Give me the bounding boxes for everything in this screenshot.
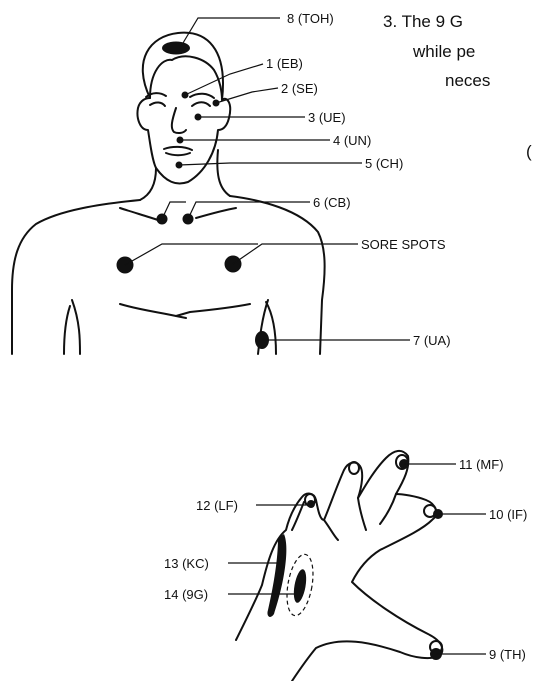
sternum <box>176 316 186 318</box>
hand-figure <box>236 451 442 681</box>
label-kc: 13 (KC) <box>164 556 209 571</box>
label-eb: 1 (EB) <box>266 56 303 71</box>
right-collarbone <box>196 208 236 218</box>
little-finger-point <box>307 500 315 508</box>
man-figure <box>12 33 325 354</box>
label-cb: 6 (CB) <box>313 195 351 210</box>
instruction-line-2: while pe <box>412 42 475 61</box>
label-un: 4 (UN) <box>333 133 371 148</box>
mouth <box>164 147 192 150</box>
sore-leader-right <box>233 244 358 264</box>
instruction-line-4: ( <box>526 142 532 161</box>
label-th: 9 (TH) <box>489 647 526 662</box>
se-leader <box>216 88 278 103</box>
gamut-point <box>292 568 309 603</box>
label-if: 10 (IF) <box>489 507 527 522</box>
label-lf: 12 (LF) <box>196 498 238 513</box>
chest-line <box>120 304 250 316</box>
right-eyebrow <box>190 94 214 98</box>
right-eye <box>192 102 210 106</box>
head-outline <box>137 33 230 184</box>
nose <box>172 108 186 133</box>
ring-finger-nail <box>349 462 359 474</box>
label-ch: 5 (CH) <box>365 156 403 171</box>
top-of-head-point <box>162 42 190 55</box>
body-points <box>117 42 270 350</box>
label-sore-spots: SORE SPOTS <box>361 237 446 252</box>
finger-gap-1 <box>324 520 338 540</box>
label-toh: 8 (TOH) <box>287 11 334 26</box>
hand-outline <box>236 451 442 681</box>
instruction-line-3: neces <box>445 71 490 90</box>
label-ue: 3 (UE) <box>308 110 346 125</box>
label-9g: 14 (9G) <box>164 587 208 602</box>
labels: 8 (TOH) 1 (EB) 2 (SE) 3 (UE) 4 (UN) 5 (C… <box>164 11 527 662</box>
left-torso <box>72 300 80 354</box>
label-ua: 7 (UA) <box>413 333 451 348</box>
left-eye <box>150 102 165 106</box>
neck-left <box>140 168 156 200</box>
eb-leader <box>185 64 263 95</box>
left-shoulder-arm <box>12 200 140 354</box>
label-se: 2 (SE) <box>281 81 318 96</box>
finger-gap-3 <box>380 494 396 524</box>
instruction-line-1: 3. The 9 G <box>383 12 463 31</box>
instruction-text: 3. The 9 G while pe neces ( <box>383 12 532 161</box>
hand-points <box>307 459 443 660</box>
right-torso <box>266 302 276 354</box>
finger-gap-2 <box>358 498 366 530</box>
left-collarbone <box>120 208 158 220</box>
little-finger-inner <box>292 502 304 530</box>
label-mf: 11 (MF) <box>459 457 504 472</box>
neck-right <box>217 150 230 196</box>
hand-leader-lines <box>228 464 486 654</box>
lip <box>166 153 190 155</box>
cb-leader-right <box>188 202 310 219</box>
left-inner-arm <box>64 306 70 354</box>
right-shoulder-arm <box>230 196 325 354</box>
karate-chop-point <box>267 534 286 617</box>
